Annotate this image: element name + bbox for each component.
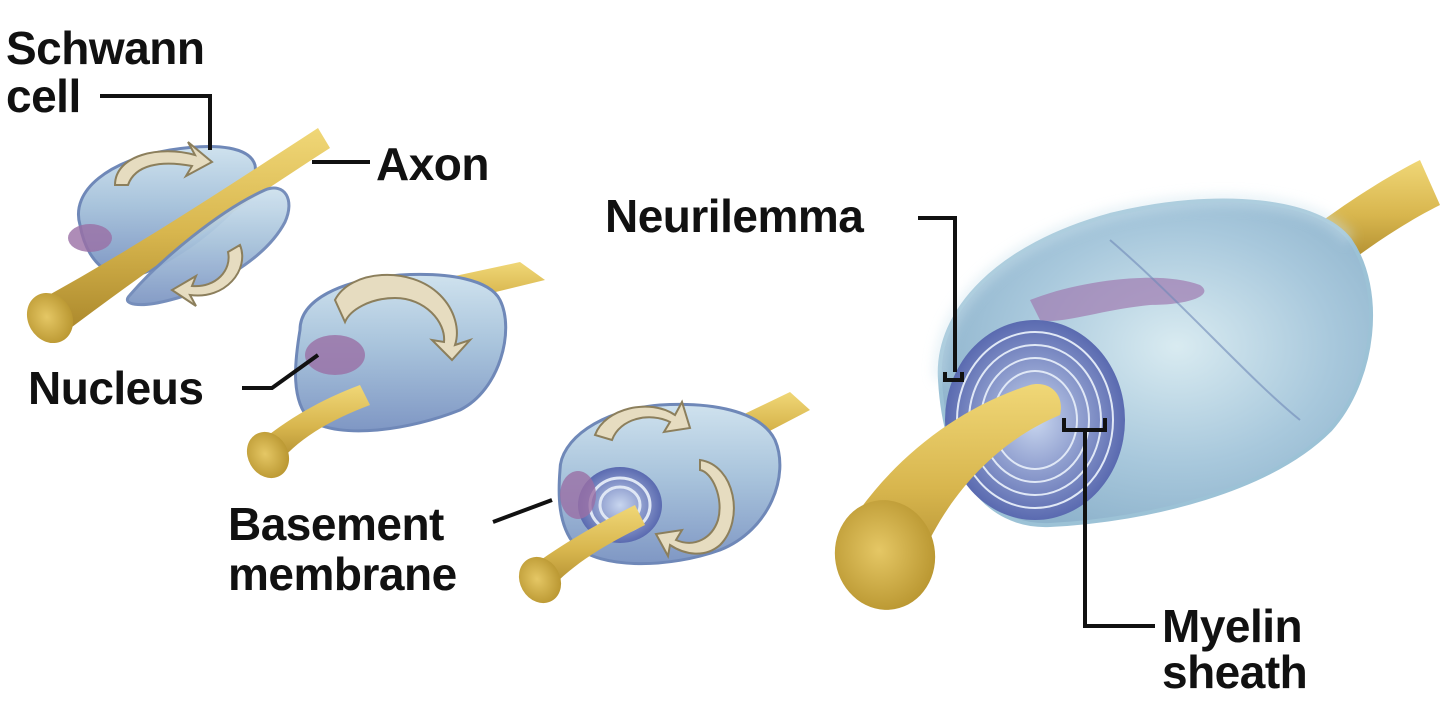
- label-nucleus: Nucleus: [28, 362, 204, 414]
- label-axon: Axon: [376, 138, 490, 190]
- leader-nucleus: [242, 353, 320, 390]
- stage-3-axon-end: [518, 556, 562, 604]
- stage-1-axon-end: [26, 292, 74, 344]
- label-neurilemma: Neurilemma: [605, 190, 864, 242]
- stage-2-wrap-arrow: [333, 274, 474, 362]
- label-schwann-cell-line1: Schwann: [6, 22, 205, 74]
- stage-1-nucleus: [68, 224, 112, 252]
- stage-4-myelinated-axon: [834, 160, 1440, 610]
- label-schwann-cell-line2: cell: [6, 70, 81, 122]
- stage-3-wrap-arrow-top: [593, 399, 692, 442]
- leader-schwann-cell: [100, 94, 212, 150]
- label-myelin-sheath-line2: sheath: [1162, 646, 1308, 698]
- stage-2-axon-end: [246, 431, 290, 479]
- stage-4-axon-end: [834, 500, 936, 610]
- leader-lines: [100, 94, 1155, 628]
- stage-1-schwann-cell-contact: [26, 128, 330, 344]
- stage-3-nucleus: [560, 471, 596, 519]
- leader-basement-membrane: [492, 498, 553, 524]
- leader-neurilemma: [918, 216, 957, 372]
- label-myelin-sheath-line1: Myelin: [1162, 600, 1303, 652]
- stage-3-wrap-arrow-side: [654, 458, 735, 559]
- stage-4-nucleus: [1030, 277, 1205, 322]
- neurilemma-bracket: [943, 372, 964, 382]
- stage-2-nucleus: [305, 335, 365, 375]
- stage-3-multiple-layers: [518, 392, 810, 604]
- stage-1-axon: [40, 128, 330, 336]
- leader-myelin-sheath: [1083, 430, 1155, 628]
- stage-2-wrapping: [246, 262, 545, 479]
- label-basement-membrane-line2: membrane: [228, 548, 457, 600]
- label-basement-membrane-line1: Basement: [228, 498, 444, 550]
- stage-1-wrap-arrow-top: [113, 141, 214, 186]
- schwann-cell-lower-lobe: [126, 186, 291, 306]
- stage-1-wrap-arrow-bottom: [170, 243, 244, 307]
